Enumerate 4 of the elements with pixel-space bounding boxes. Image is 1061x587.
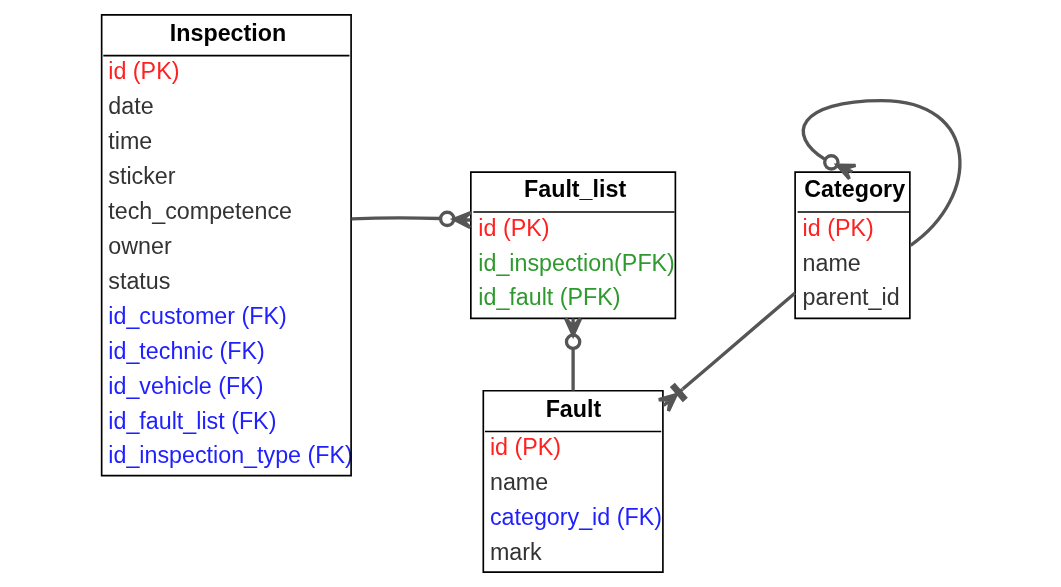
connector <box>350 210 472 230</box>
connector <box>801 98 961 247</box>
connector <box>656 291 796 413</box>
connector <box>563 316 582 391</box>
